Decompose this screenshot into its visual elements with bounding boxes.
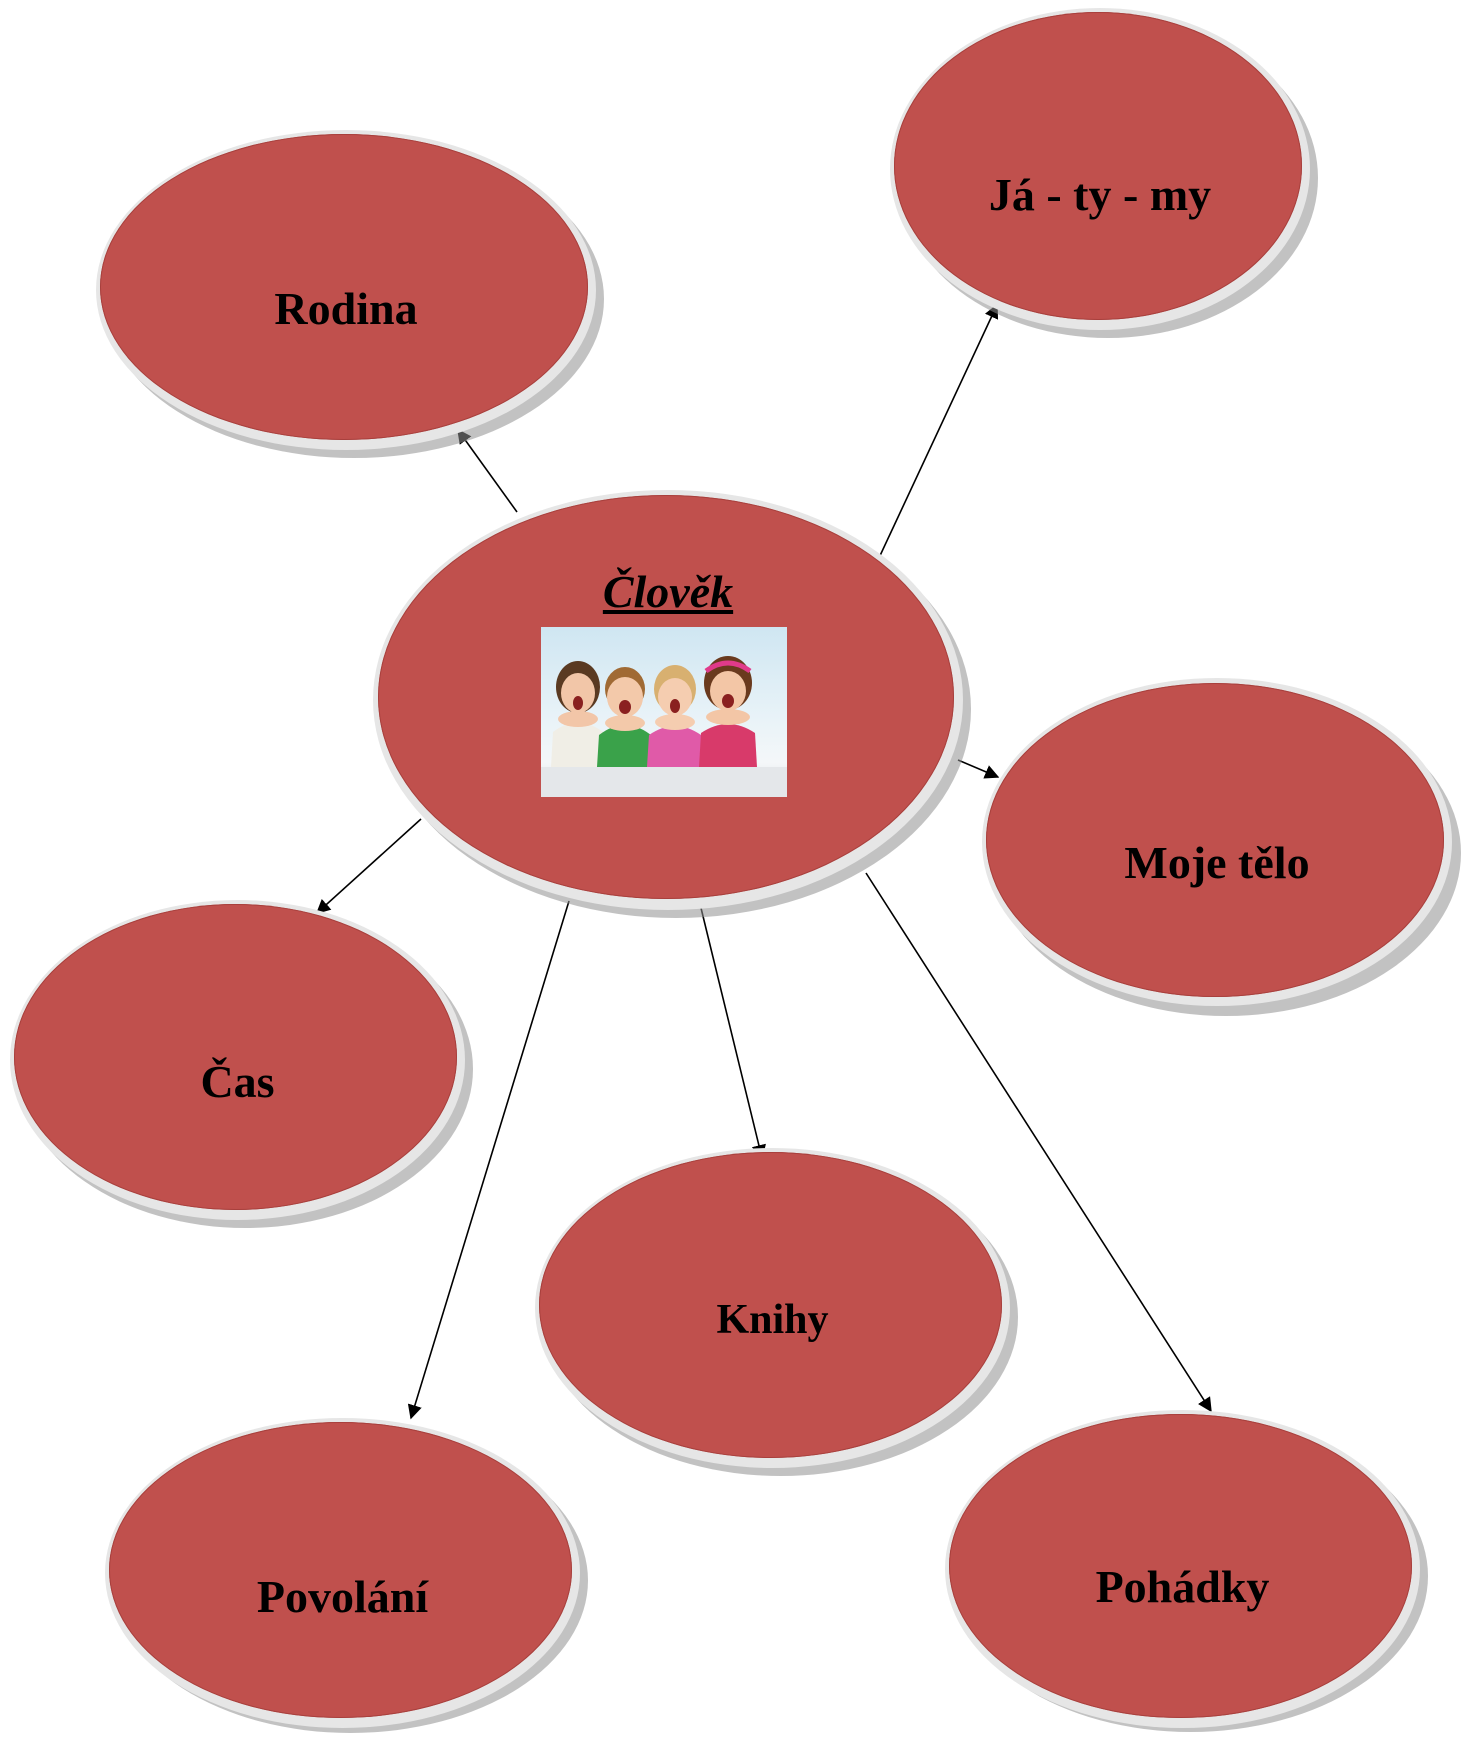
node-rodina: Rodina: [96, 130, 606, 460]
arrow-to-pohadky: [865, 872, 1212, 1413]
arrow-to-povolani: [407, 900, 570, 1420]
node-clovek: Člověk: [373, 490, 973, 920]
arrow-to-moje-telo: [957, 759, 1000, 779]
children-photo: [541, 627, 787, 797]
node-pohadky: Pohádky: [945, 1410, 1430, 1737]
center-title: Člověk: [602, 566, 734, 617]
node-ja-ty-my: Já - ty - my: [890, 8, 1320, 338]
node-pohadky-label: Pohádky: [1095, 1561, 1270, 1612]
arrow-to-rodina: [457, 428, 518, 513]
arrow-to-cas: [315, 818, 422, 914]
node-moje-telo: Moje tělo: [982, 678, 1462, 1018]
arrow-to-knihy: [700, 907, 766, 1160]
node-povolani-label: Povolání: [256, 1571, 429, 1622]
arrow-to-ja-ty-my: [877, 303, 999, 561]
node-povolani: Povolání: [105, 1418, 590, 1737]
node-cas: Čas: [10, 900, 475, 1230]
children-photo-icon: [541, 656, 787, 797]
node-moje-telo-label: Moje tělo: [1124, 837, 1310, 888]
node-ja-ty-my-label: Já - ty - my: [988, 169, 1212, 220]
node-knihy: Knihy: [535, 1148, 1020, 1478]
node-cas-label: Čas: [200, 1056, 275, 1107]
node-rodina-label: Rodina: [274, 283, 418, 334]
node-knihy-label: Knihy: [716, 1297, 829, 1343]
